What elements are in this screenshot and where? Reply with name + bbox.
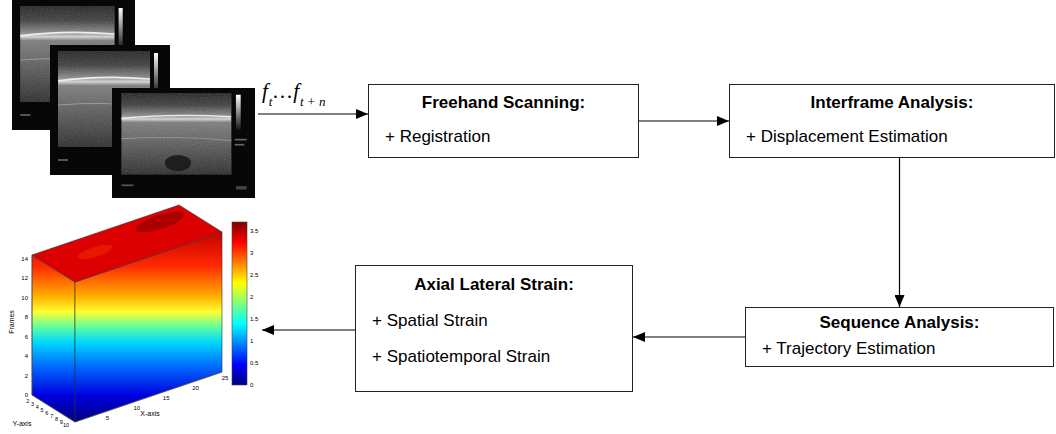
flow-arrow <box>899 158 900 307</box>
frame-sequence-label: t + n <box>300 95 325 109</box>
tick-label: 6 <box>45 410 48 416</box>
axis-label: Y-axis <box>13 420 32 428</box>
tick-label: 8 <box>25 314 28 321</box>
tick-label: 2.5 <box>250 272 258 279</box>
process-box: Freehand Scanning: + Registration <box>368 84 639 158</box>
box-heading: Sequence Analysis: <box>760 313 1039 333</box>
box-heading: Freehand Scanning: <box>383 93 624 113</box>
bullet-item: + Displacement Estimation <box>744 127 1040 147</box>
tick-label: 25 <box>222 375 229 382</box>
axis-label: X-axis <box>140 410 159 418</box>
tick-label: 1.5 <box>250 316 258 323</box>
tick-label: 6 <box>25 333 28 340</box>
tick-label: 0.5 <box>250 360 258 367</box>
tick-label: 20 <box>192 385 199 392</box>
tick-label: 8 <box>55 416 58 422</box>
tick-label: 1 <box>250 338 253 345</box>
bullet-item: + Spatiotemporal Strain <box>370 347 618 367</box>
tick-label: 2 <box>250 294 253 301</box>
frame-sequence-label: f <box>262 80 268 103</box>
ultrasound-frames <box>12 0 255 198</box>
tick-label: 0 <box>250 382 253 389</box>
input-arrow <box>258 113 368 114</box>
tick-label: 3 <box>31 401 34 407</box>
tick-label: 9 <box>60 419 63 425</box>
tick-label: 2 <box>25 372 28 379</box>
tick-label: 3 <box>250 250 253 257</box>
frame-sequence-label: f <box>293 80 299 103</box>
tick-label: 7 <box>50 413 53 419</box>
tick-label: 5 <box>41 407 44 413</box>
strain-volume-plot <box>32 205 222 422</box>
tick-label: 5 <box>106 415 109 422</box>
tick-label: 15 <box>163 395 170 402</box>
flow-arrow <box>639 120 729 121</box>
axis-label: Frames <box>8 310 16 334</box>
tick-label: 12 <box>21 275 28 282</box>
tick-label: 3.5 <box>250 228 258 235</box>
tick-label: 4 <box>25 353 28 360</box>
bullet-item: + Spatial Strain <box>370 311 618 331</box>
tick-label: 10 <box>63 422 69 428</box>
box-heading: Axial Lateral Strain: <box>370 275 618 295</box>
colorbar <box>232 222 247 385</box>
bullet-item: + Trajectory Estimation <box>760 339 1039 359</box>
flow-arrow <box>633 336 745 337</box>
tick-label: 10 <box>133 405 140 412</box>
tick-label: 10 <box>21 294 28 301</box>
bullet-item: + Registration <box>383 127 624 147</box>
tick-label: 14 <box>21 255 28 262</box>
process-box: Interframe Analysis: + Displacement Estim… <box>729 84 1055 158</box>
output-arrow <box>262 329 355 330</box>
tick-label: 0 <box>25 392 28 399</box>
box-heading: Interframe Analysis: <box>744 93 1040 113</box>
tick-label: 2 <box>26 398 29 404</box>
frame-sequence-label: t <box>269 95 273 109</box>
frame-sequence-label: … <box>273 80 292 103</box>
process-box: Sequence Analysis: + Trajectory Estimatio… <box>745 307 1054 367</box>
process-box: Axial Lateral Strain: + Spatial Strain + S… <box>355 265 633 392</box>
tick-label: 4 <box>36 404 39 410</box>
